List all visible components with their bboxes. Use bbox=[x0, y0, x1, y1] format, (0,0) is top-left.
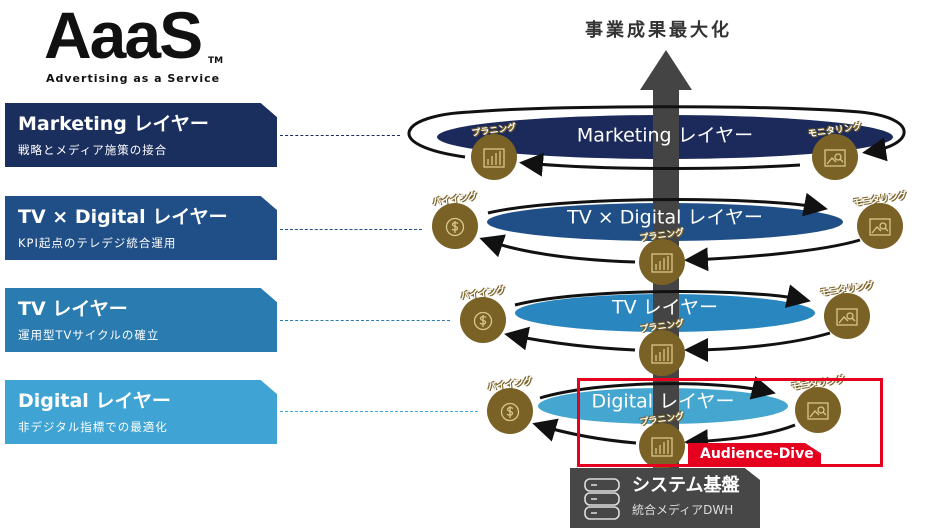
planning-node: プラニング bbox=[639, 228, 685, 285]
layer-subtitle: 運用型TVサイクルの確立 bbox=[18, 328, 160, 342]
layer-title: Marketing レイヤー bbox=[18, 113, 209, 135]
monitoring-node: モニタリング bbox=[808, 122, 862, 180]
database-icon bbox=[584, 478, 620, 520]
layer-digital: Digital レイヤー非デジタル指標での最適化 bbox=[5, 380, 277, 444]
ellipse-label-tv: TV レイヤー bbox=[611, 296, 719, 319]
image-search-icon bbox=[807, 402, 829, 420]
layer-subtitle: 非デジタル指標での最適化 bbox=[18, 420, 168, 434]
layer-tv: TV レイヤー運用型TVサイクルの確立 bbox=[5, 288, 277, 352]
system-title: システム基盤 bbox=[632, 475, 740, 496]
audience-dive-label: Audience-Dive bbox=[688, 443, 821, 466]
ellipse-label-tv-digital: TV × Digital レイヤー bbox=[567, 206, 763, 229]
aaas-logo: AaaS bbox=[44, 0, 203, 72]
layer-tv-digital: TV × Digital レイヤー KPI起点のテレデジ統合運用 bbox=[5, 196, 277, 260]
connector-line bbox=[280, 320, 450, 321]
logo-tagline: Advertising as a Service bbox=[46, 72, 221, 85]
layer-subtitle: 戦略とメディア施策の接合 bbox=[18, 143, 168, 157]
trademark: TM bbox=[208, 56, 224, 66]
monitoring-node: モニタリング bbox=[820, 281, 874, 339]
dollar-icon bbox=[500, 402, 520, 422]
buying-node: バイイング bbox=[487, 377, 533, 434]
cycle-arrows bbox=[407, 105, 906, 454]
buying-node: バイイング bbox=[460, 286, 506, 343]
bar-chart-icon bbox=[651, 437, 673, 457]
headline: 事業成果最大化 bbox=[585, 20, 732, 41]
image-search-icon bbox=[836, 308, 858, 326]
bar-chart-icon bbox=[651, 344, 673, 364]
bar-chart-icon bbox=[483, 148, 505, 168]
connector-line bbox=[280, 135, 400, 136]
dollar-icon bbox=[473, 311, 493, 331]
connector-line bbox=[280, 411, 478, 412]
planning-node: プラニング bbox=[471, 123, 517, 180]
image-search-icon bbox=[824, 149, 846, 167]
connector-line bbox=[280, 229, 422, 230]
system-subtitle: 統合メディアDWH bbox=[632, 503, 734, 517]
layer-title: Digital レイヤー bbox=[18, 390, 171, 412]
planning-node: プラニング bbox=[639, 412, 685, 469]
monitoring-node: モニタリング bbox=[791, 375, 845, 433]
layer-title: TV レイヤー bbox=[18, 298, 128, 320]
layer-marketing: Marketing レイヤー戦略とメディア施策の接合 bbox=[5, 103, 277, 167]
image-search-icon bbox=[869, 218, 891, 236]
ellipse-label-marketing: Marketing レイヤー bbox=[576, 124, 754, 147]
layer-subtitle: KPI起点のテレデジ統合運用 bbox=[18, 236, 177, 250]
planning-node: プラニング bbox=[639, 319, 685, 376]
layer-title: TV × Digital レイヤー bbox=[18, 206, 228, 228]
buying-node: バイイング bbox=[432, 192, 478, 249]
system-foundation: システム基盤 統合メディアDWH bbox=[570, 468, 760, 528]
ellipse-label-digital: Digital レイヤー bbox=[591, 390, 735, 413]
dollar-icon bbox=[445, 217, 465, 237]
bar-chart-icon bbox=[651, 253, 673, 273]
monitoring-node: モニタリング bbox=[853, 191, 907, 249]
